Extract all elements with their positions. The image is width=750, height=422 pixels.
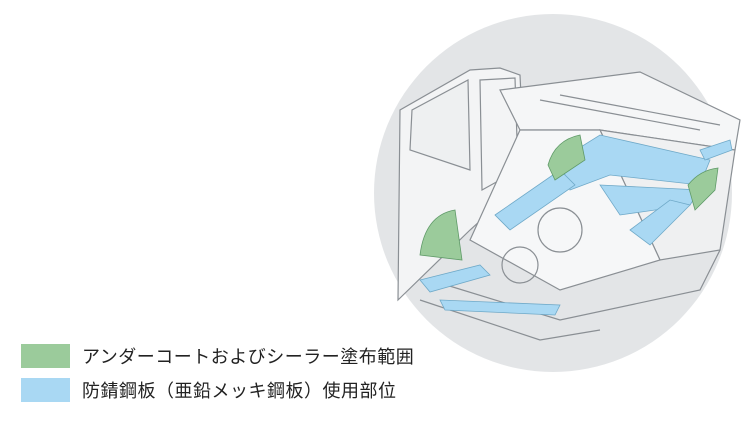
legend-item-undercoat: アンダーコートおよびシーラー塗布範囲: [21, 343, 414, 369]
galvanized-steel-parts: [419, 134, 733, 316]
legend-label: 防錆鋼板（亜鉛メッキ鋼板）使用部位: [82, 381, 397, 402]
legend-item-galvanized: 防錆鋼板（亜鉛メッキ鋼板）使用部位: [21, 377, 397, 403]
legend-swatch-green: [21, 344, 70, 368]
undercoat-sealer-parts: [419, 134, 719, 261]
legend-label: アンダーコートおよびシーラー塗布範囲: [82, 347, 415, 368]
legend-swatch-blue: [21, 378, 70, 402]
